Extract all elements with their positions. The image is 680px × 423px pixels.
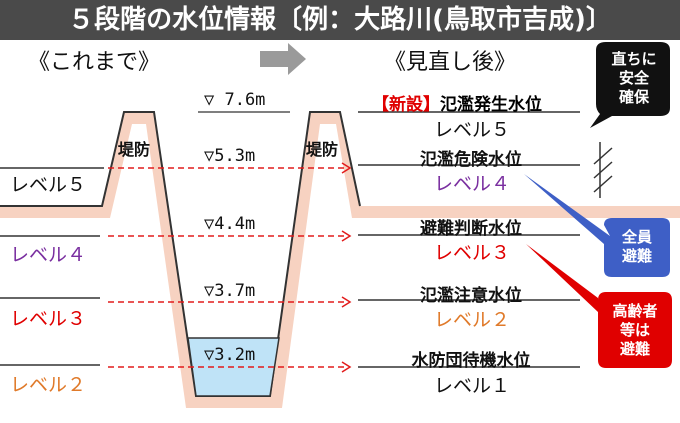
water-level-3-name: 避難判断水位 [420, 219, 522, 239]
old-level-2: レベル２ [10, 374, 87, 396]
water-level-5-level: レベル５ [433, 119, 510, 141]
red-callout-shape [526, 244, 672, 368]
depth-label-3.7: ▽3.7m [204, 281, 256, 301]
black-callout-shape [590, 42, 670, 128]
new-tag: 【新設】 [372, 95, 440, 115]
water-level-4-name: 氾濫危険水位 [420, 150, 522, 170]
after-label: 《見直し後》 [384, 50, 517, 75]
water-level-2-level: レベル２ [433, 309, 510, 331]
depth-label-5.3: ▽5.3m [204, 146, 256, 166]
water-level-5-row: 【新設】氾濫発生水位 [372, 90, 542, 115]
arrowhead-3.7 [341, 296, 352, 308]
river-bank-fill [0, 112, 680, 408]
wall-hatch-icon [593, 142, 613, 198]
black-callout-text: 直ちに 安全 確保 [611, 50, 657, 106]
depth-label-3.2: ▽3.2m [204, 345, 256, 365]
water-level-4-level: レベル４ [433, 173, 510, 195]
title-bar [0, 0, 680, 40]
bank-label-left: 堤防 [118, 140, 151, 159]
arrowhead-4.4 [341, 230, 352, 242]
water-level-1-name: 水防団待機水位 [411, 351, 531, 371]
water-level-1-level: レベル１ [433, 375, 510, 397]
depth-label-4.4: ▽4.4m [204, 214, 256, 234]
bank-label-right: 堤防 [306, 140, 339, 159]
water-level-5-name: 氾濫発生水位 [440, 95, 542, 115]
blue-callout-shape [524, 174, 670, 277]
red-callout-text: 高齢者 等は 避難 [612, 302, 658, 358]
blue-callout-text: 全員 避難 [621, 228, 652, 265]
old-level-4: レベル４ [10, 244, 87, 266]
arrowhead-3.2 [341, 361, 352, 373]
water-level-3-level: レベル３ [433, 242, 510, 264]
transition-arrow [260, 43, 306, 75]
water-level-2-name: 氾濫注意水位 [420, 286, 522, 306]
old-level-5: レベル５ [10, 174, 87, 196]
arrowhead-5.3 [341, 162, 352, 174]
old-level-3: レベル３ [10, 308, 87, 330]
before-label: 《これまで》 [28, 50, 161, 75]
depth-label-7.6: ▽ 7.6m [204, 90, 266, 110]
page-title: ５段階の水位情報〔例：大路川(鳥取市吉成)〕 [68, 5, 612, 35]
